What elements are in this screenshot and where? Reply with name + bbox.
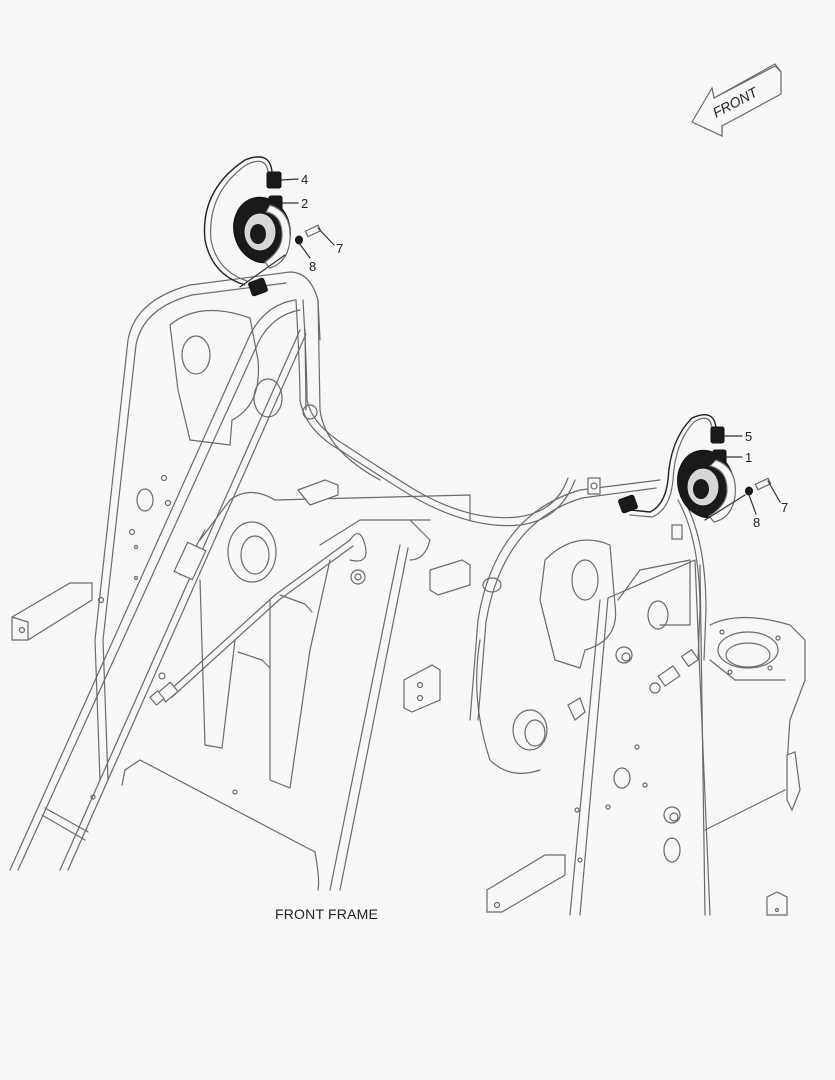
callout-8-right: 8 [753, 515, 761, 530]
callout-8-left: 8 [309, 259, 317, 274]
frame-rails [9, 299, 381, 871]
connector-4-icon [266, 171, 282, 189]
connector-5-icon [710, 426, 725, 444]
bolt-7-icon [304, 224, 322, 238]
wire-harness [149, 299, 576, 706]
callout-1: 1 [745, 450, 753, 465]
front-direction-arrow-icon: FRONT [691, 63, 782, 137]
callout-2: 2 [301, 196, 309, 211]
center-frame-body [90, 479, 471, 891]
callout-7-right: 7 [781, 500, 789, 515]
bolt-7-icon-right [754, 477, 772, 491]
right-sensor-assembly [618, 414, 781, 523]
left-sensor-assembly [203, 156, 335, 297]
callout-5: 5 [745, 429, 753, 444]
right-frame-arm [469, 477, 806, 916]
callout-4: 4 [301, 172, 309, 187]
callout-7-left: 7 [336, 241, 344, 256]
left-frame-arm [11, 271, 321, 781]
diagram-caption: FRONT FRAME [275, 906, 379, 922]
